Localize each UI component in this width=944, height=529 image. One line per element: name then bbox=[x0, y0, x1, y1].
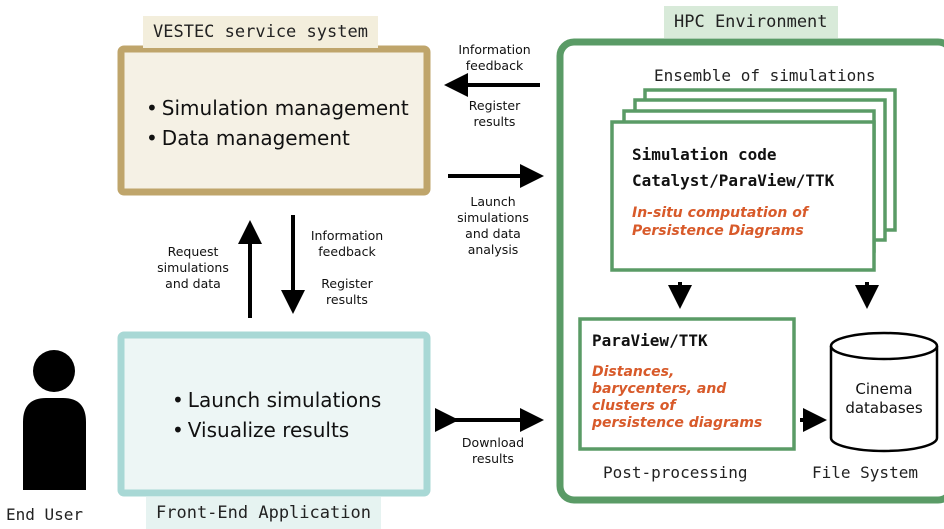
end-user-icon bbox=[23, 350, 86, 490]
service-title: VESTEC service system bbox=[143, 16, 378, 48]
ensemble-page-front bbox=[610, 120, 876, 272]
file-system-caption: File System bbox=[812, 463, 918, 482]
hpc-title: HPC Environment bbox=[664, 6, 838, 38]
frontend-item: Visualize results bbox=[172, 415, 381, 445]
sim-code-line: Simulation code bbox=[632, 145, 777, 164]
frontend-items: Launch simulations Visualize results bbox=[172, 385, 381, 445]
post-processing-caption: Post-processing bbox=[603, 463, 748, 482]
post-title: ParaView/TTK bbox=[592, 331, 708, 350]
end-user-label: End User bbox=[6, 505, 84, 524]
simulation-code-block: Simulation code Catalyst/ParaView/TTK In… bbox=[632, 142, 868, 240]
service-items: Simulation management Data management bbox=[146, 93, 409, 153]
frontend-title: Front-End Application bbox=[146, 497, 381, 529]
service-item: Simulation management bbox=[146, 93, 409, 123]
service-item: Data management bbox=[146, 123, 409, 153]
cinema-database-cylinder bbox=[829, 331, 939, 453]
frontend-item: Launch simulations bbox=[172, 385, 381, 415]
sim-code-line: Catalyst/ParaView/TTK bbox=[632, 171, 835, 190]
ensemble-title: Ensemble of simulations bbox=[654, 66, 876, 85]
post-description: Distances, barycenters, and clusters of … bbox=[592, 364, 763, 431]
post-processing-box bbox=[578, 317, 796, 451]
post-processing-content: ParaView/TTK Distances, barycenters, and… bbox=[592, 330, 788, 432]
